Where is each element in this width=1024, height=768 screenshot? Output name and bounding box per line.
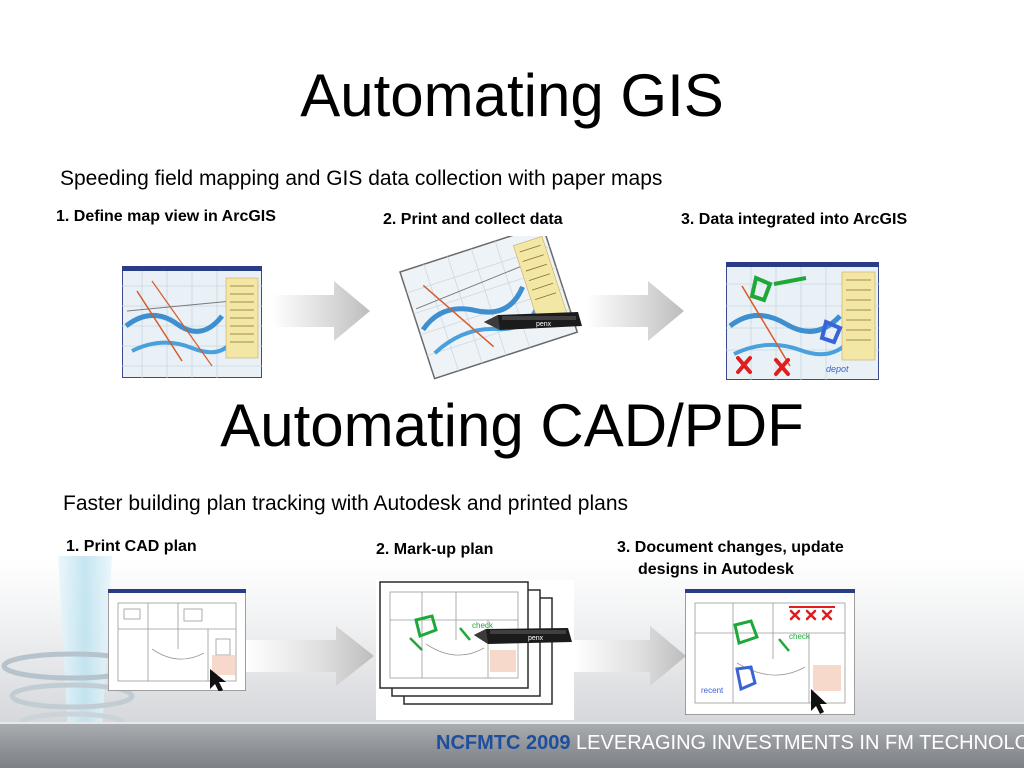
gis-title: Automating GIS — [300, 62, 724, 129]
green-markup-line — [773, 276, 807, 286]
green-markup-shape — [414, 614, 438, 638]
cad-plan-thumbnail-1 — [108, 589, 246, 691]
cad-updated-markup-note: check — [789, 632, 811, 641]
cad-updated-plan-thumbnail: check recent — [685, 589, 855, 715]
blue-markup-shape — [735, 665, 757, 692]
gis-subtitle: Speeding field mapping and GIS data coll… — [60, 167, 663, 190]
gis-integrated-map-thumbnail: depot — [726, 262, 879, 380]
gis-arrow-2 — [586, 281, 684, 341]
green-markup-shape — [733, 619, 759, 645]
cad-arrow-1 — [246, 626, 374, 686]
gis-step-3-label: 3. Data integrated into ArcGIS — [681, 211, 908, 228]
footer: NCFMTC 2009 LEVERAGING INVESTMENTS IN FM… — [436, 733, 1024, 753]
cad-plan-annotation: recent — [701, 686, 724, 695]
gis-step-2-label: 2. Print and collect data — [383, 211, 563, 228]
digital-pen-icon — [474, 628, 572, 644]
gis-map-thumbnail-1 — [122, 266, 262, 378]
cad-step-3-label-line-1: 3. Document changes, update — [617, 539, 844, 556]
cad-markup-note: check — [472, 621, 494, 630]
footer-brand: NCFMTC 2009 — [436, 732, 571, 754]
cad-subtitle: Faster building plan tracking with Autod… — [63, 492, 629, 515]
cad-title: Automating CAD/PDF — [220, 392, 804, 459]
footer-divider — [0, 722, 1024, 724]
cad-printed-plan-stack: check penx — [376, 580, 574, 720]
footer-tagline: LEVERAGING INVESTMENTS IN FM TECHNOLOGY — [576, 732, 1024, 754]
mouse-cursor-icon — [210, 669, 226, 691]
red-x-marks — [789, 609, 833, 621]
gis-step-1-label: 1. Define map view in ArcGIS — [56, 208, 276, 225]
red-x-marks — [736, 356, 790, 376]
cad-step-2-label: 2. Mark-up plan — [376, 541, 494, 558]
cad-arrow-2 — [574, 626, 686, 686]
cad-pen-label: penx — [528, 635, 544, 642]
gis-arrow-1 — [272, 281, 370, 341]
gis-pen-label: penx — [536, 321, 552, 328]
blue-markup-shape — [819, 319, 843, 345]
green-markup-arrow — [409, 637, 423, 651]
cad-step-3-label-line-2: designs in Autodesk — [638, 560, 794, 578]
cad-step-1-label: 1. Print CAD plan — [66, 538, 197, 555]
mouse-cursor-icon — [811, 689, 827, 714]
footer-bar — [0, 724, 1024, 768]
cad-step-3-label: 3. Document changes, update designs in A… — [617, 537, 844, 580]
gis-printed-map-with-pen: penx — [399, 236, 582, 380]
green-markup-shape — [749, 275, 773, 303]
gis-map-annotation: depot — [826, 364, 849, 374]
digital-pen-icon — [484, 312, 582, 330]
